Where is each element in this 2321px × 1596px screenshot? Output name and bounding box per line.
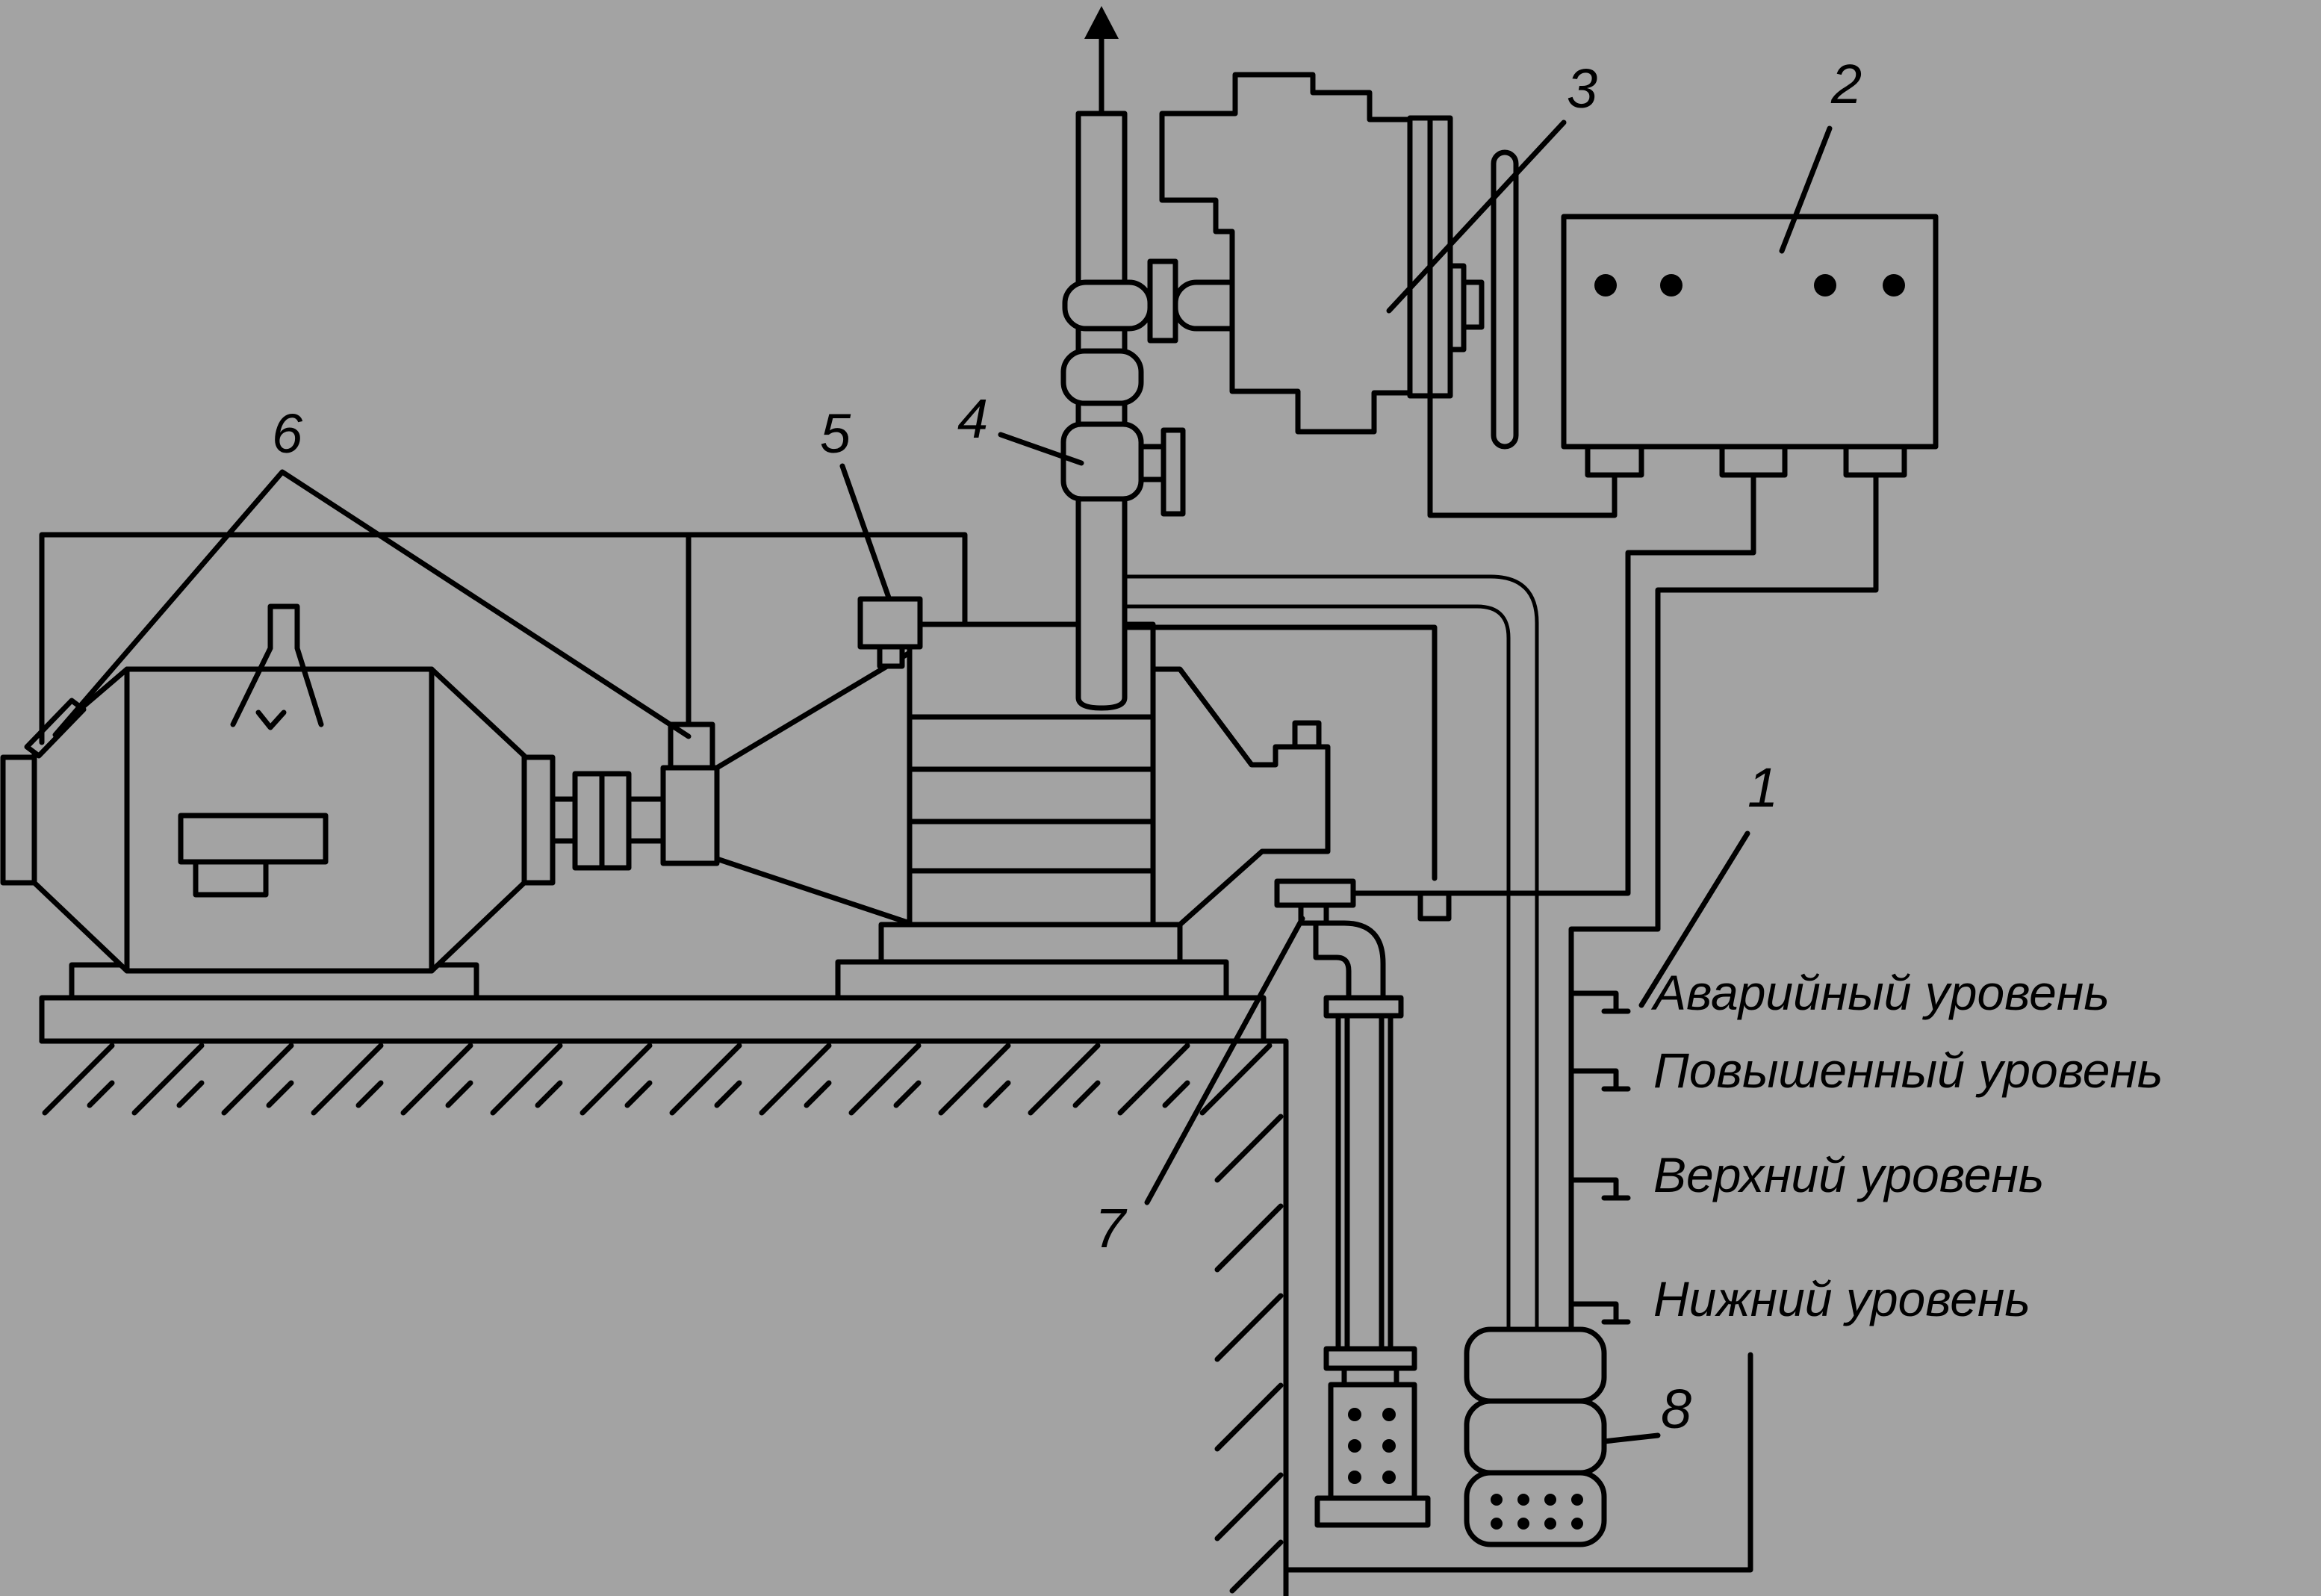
pressure-sensor [857,596,923,669]
centrifugal-pump [714,621,1331,1001]
vacuum-sensor [1274,878,1356,926]
control-wiring [39,393,1879,1355]
actuator-housing [1159,72,1519,450]
electric-motor [0,603,556,1001]
level-label-upper: Верхний уровень [1653,1147,2044,1202]
foundation-slab [39,995,1267,1044]
suction-pipe [1313,920,1431,1528]
callout-4: 4 [957,388,988,450]
callout-7: 7 [1095,1197,1128,1259]
callout-8: 8 [1661,1378,1691,1440]
leader-lines [52,119,1833,1444]
level-label-raised: Повышенный уровень [1653,1043,2163,1098]
control-cabinet [1561,214,1939,478]
shaft-coupling [550,721,720,871]
sump-pit [1283,1352,1753,1573]
level-label-lower: Нижний уровень [1653,1271,2031,1326]
callout-5: 5 [820,403,851,465]
callout-6: 6 [272,403,303,465]
callout-3: 3 [1567,58,1597,119]
callout-2: 2 [1830,53,1862,115]
level-label-emergency: Аварийный уровень [1650,965,2110,1020]
callout-1: 1 [1747,757,1778,819]
discharge-pipe [1060,6,1186,711]
submersible-pump [1125,574,1607,1547]
ground-hatching [39,1038,1289,1596]
